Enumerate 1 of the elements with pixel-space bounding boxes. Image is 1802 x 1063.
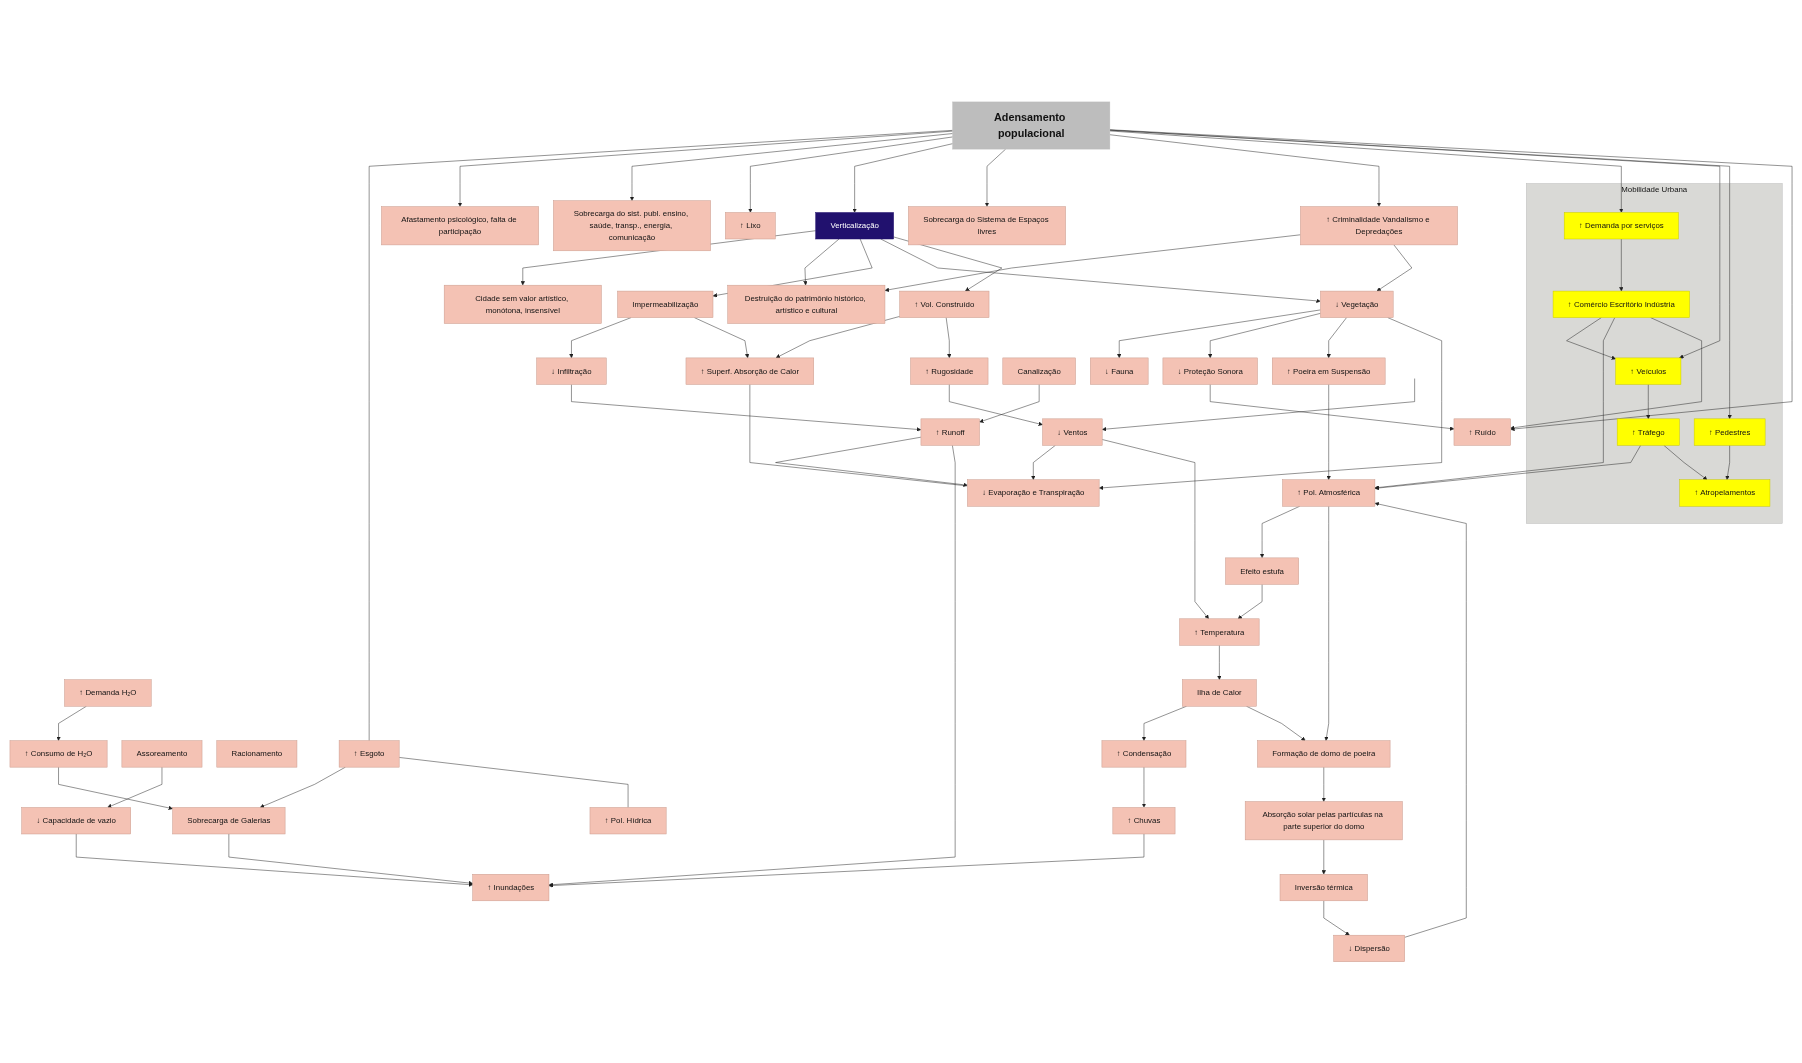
node-box: Adensamento populacional	[952, 101, 1111, 149]
